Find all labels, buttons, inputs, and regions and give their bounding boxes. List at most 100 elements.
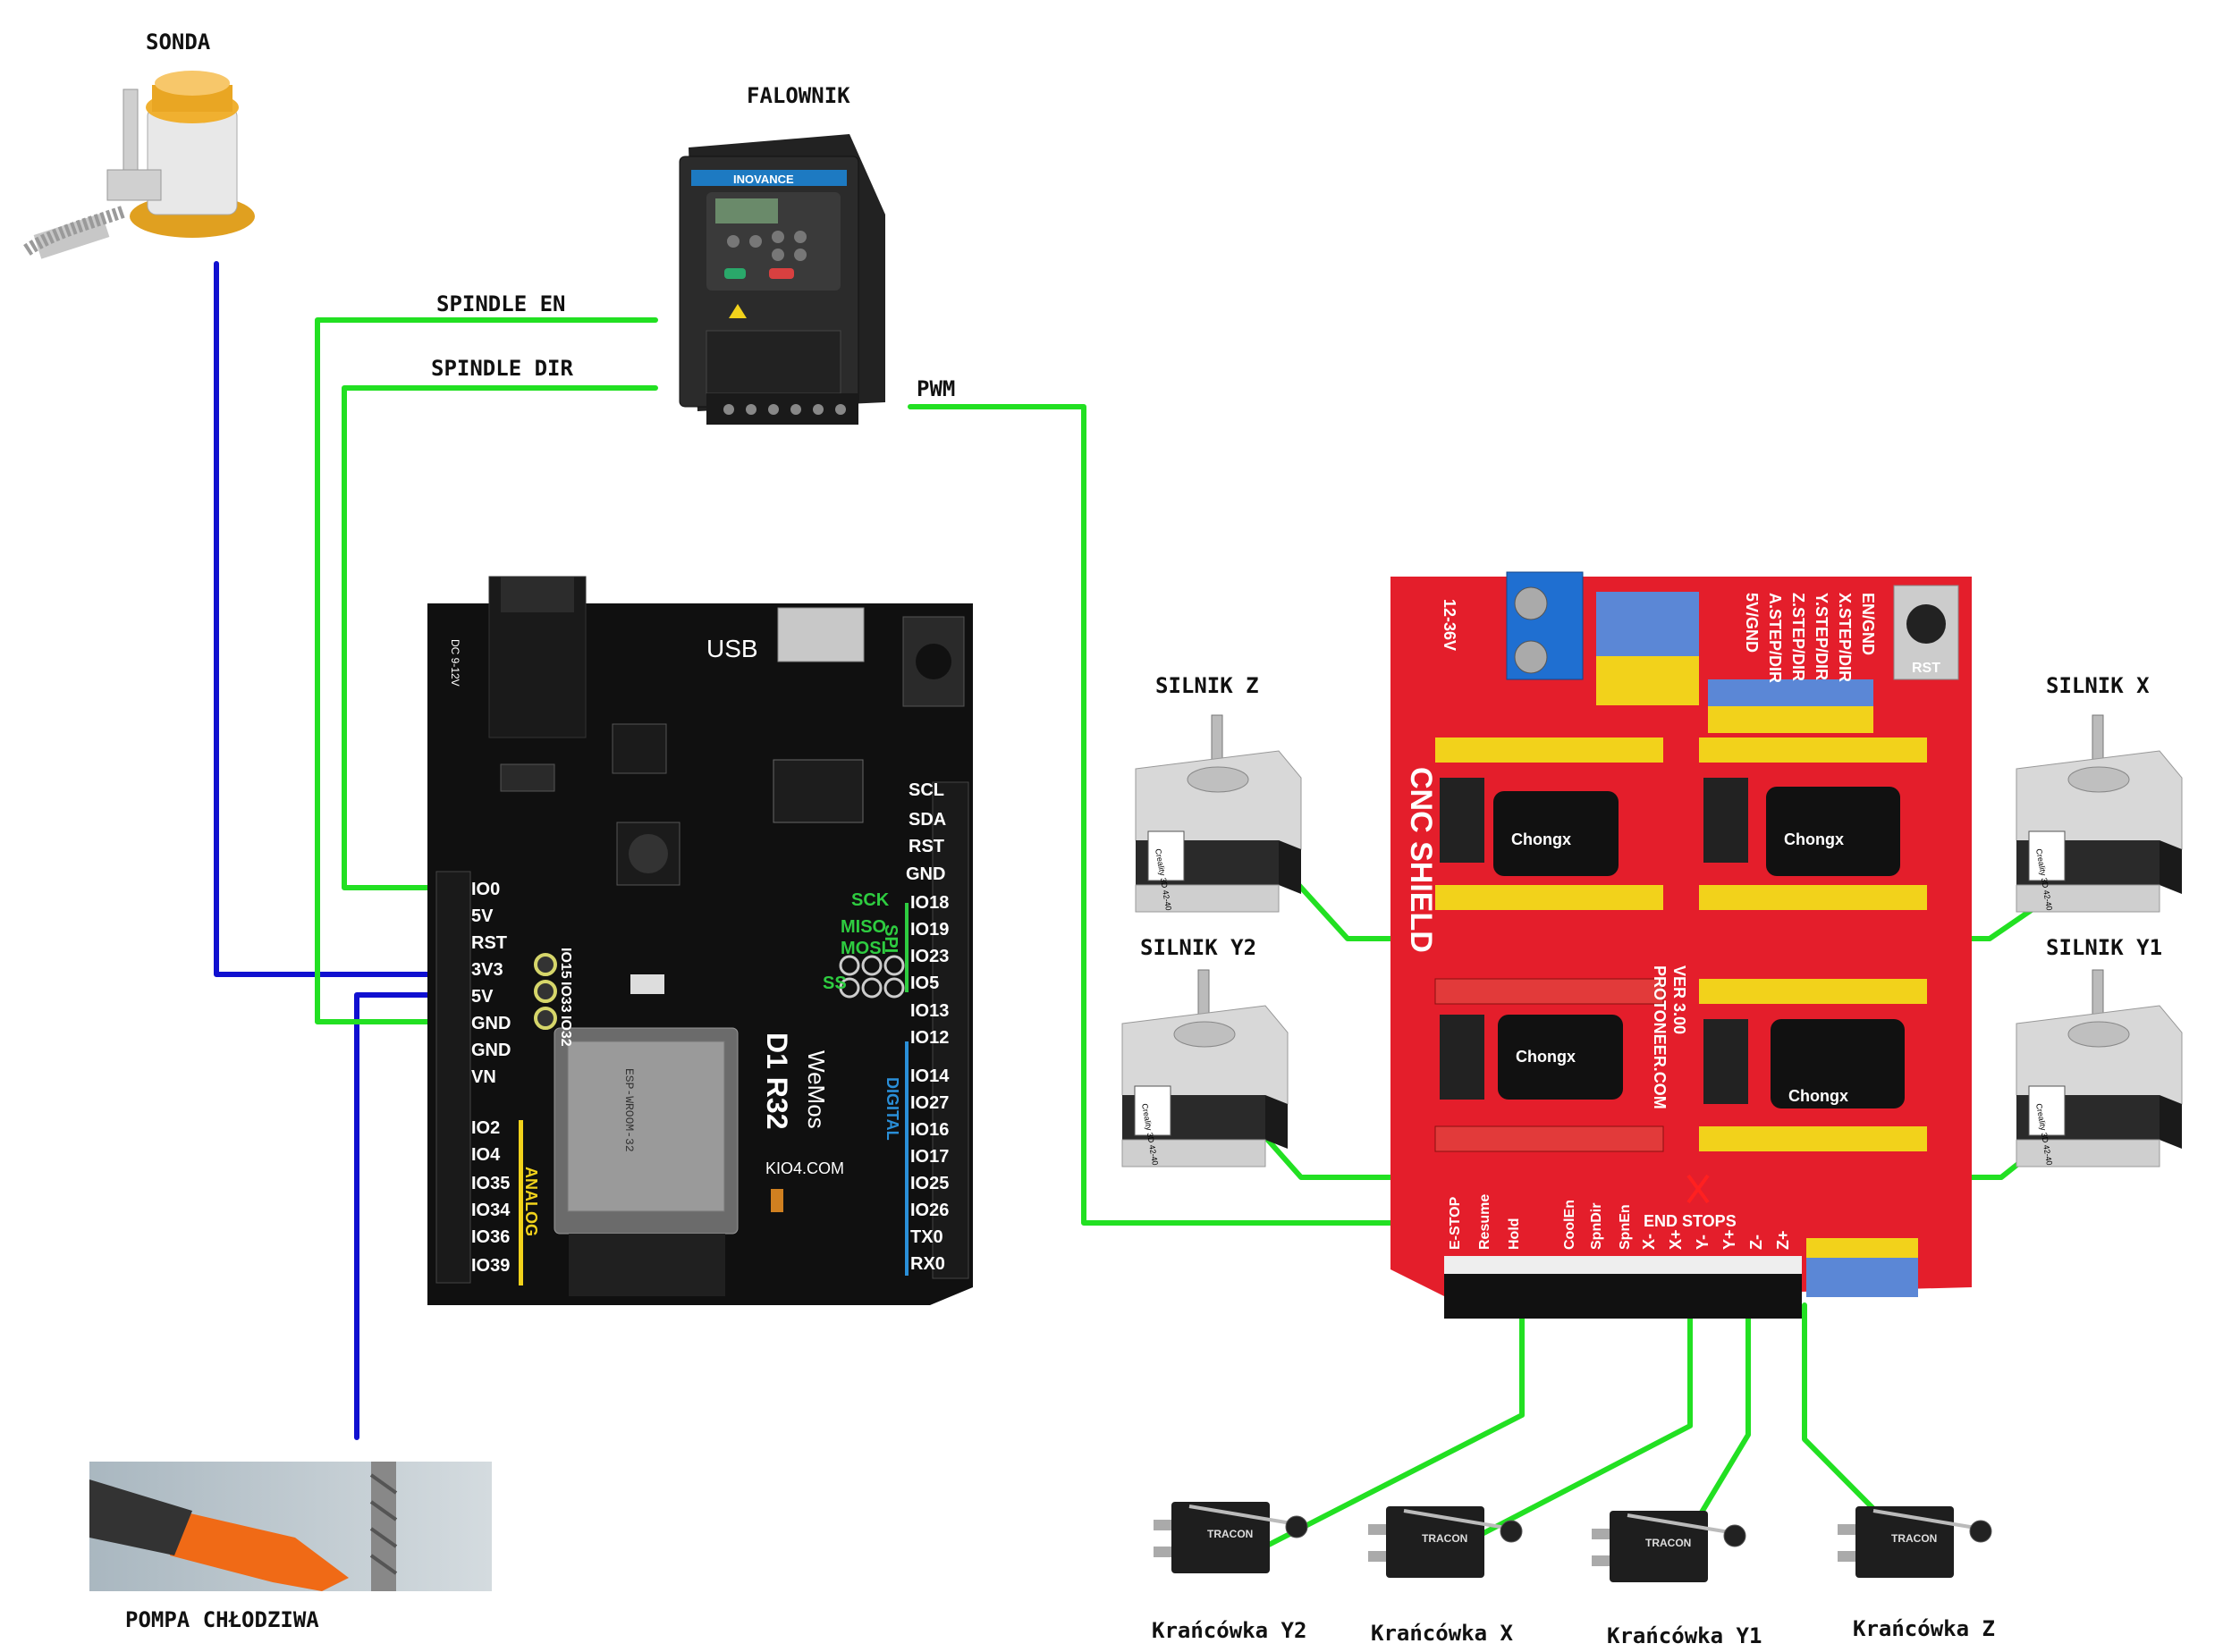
silnik-y1-label: SILNIK Y1 [2046,935,2162,960]
pin-tx0: TX0 [910,1227,943,1247]
shield-version: VER 3.00 [1670,965,1688,1034]
pin-io23: IO23 [910,947,949,966]
limit-x-wire [1464,1302,1693,1545]
top-a-step: A.STEP/DIR [1766,593,1784,683]
pin-gnd-r: GND [906,864,945,884]
digital-label: DIGITAL [883,1077,901,1141]
motor-x-image: Creality 3D 42-40 [2016,714,2183,913]
top-en-gnd: EN/GND [1859,593,1877,655]
pin-gnd-2: GND [471,1041,511,1060]
pin-io4: IO4 [471,1145,501,1165]
spindle-dir-wire [342,385,658,890]
motor-z-image: Creality 3D 42-40 [1135,714,1302,913]
ctl-spnen: SpnEn [1618,1204,1633,1250]
inverter-image: INOVANCE [679,134,885,425]
cnc-shield: 12-36V RST EN/GND X.STEP/DIR Y.STEP/DIR … [1390,571,1972,1319]
es-y-plus: Y+ [1720,1229,1738,1250]
shield-maker: PROTONEER.COM [1651,965,1669,1109]
limit-y1-wire [1678,1302,1751,1549]
pin-io35: IO35 [471,1174,510,1193]
top-y-step: Y.STEP/DIR [1813,593,1830,680]
endstops-label: END STOPS [1644,1212,1737,1230]
spindle-en-label: SPINDLE EN [436,291,566,316]
limit-switch-y2-image: TRACON [1154,1502,1308,1573]
es-y-minus: Y- [1694,1235,1712,1250]
krancowka-y1-label: Krańcówka Y1 [1607,1623,1762,1648]
pin-io15: IO15 [558,948,573,979]
pin-io2: IO2 [471,1118,500,1138]
pin-io26: IO26 [910,1201,949,1220]
pin-vn: VN [471,1067,496,1087]
es-x-plus: X+ [1667,1229,1685,1250]
brand-label: WeMos [803,1050,830,1129]
silnik-y2-label: SILNIK Y2 [1140,935,1256,960]
es-z-plus: Z+ [1774,1230,1792,1250]
endstop-labels: X- X+ Y- Y+ Z- Z+ [1640,1229,1792,1250]
pin-io12: IO12 [910,1028,949,1048]
motor-y1-image: Creality 3D 42-40 [2016,969,2183,1167]
cap-2: Chongx [1784,830,1844,848]
control-labels: E-STOP Resume Hold CoolEn SpnDir SpnEn [1448,1194,1633,1250]
coolant-pump-image [89,1462,492,1591]
pin-io17: IO17 [910,1147,949,1167]
ctl-hold: Hold [1507,1218,1522,1250]
cap-1: Chongx [1511,830,1571,848]
pin-rst: RST [471,933,507,953]
pin-5v-2: 5V [471,987,494,1007]
pin-io25: IO25 [910,1174,949,1193]
pin-io19: IO19 [910,920,949,940]
spi-label: SPI [881,924,900,953]
site-label: KIO4.COM [765,1159,844,1177]
limit-switch-y1-brand: TRACON [1645,1537,1691,1549]
silnik-z-label: SILNIK Z [1155,673,1259,698]
motor-y2-image: Creality 3D 42-40 [1121,969,1289,1167]
pin-rx0: RX0 [910,1254,945,1274]
limit-switch-z-image: TRACON [1838,1506,1992,1578]
inverter-brand: INOVANCE [733,173,794,186]
sonda-label: SONDA [146,30,211,55]
probe-image [23,71,255,259]
pin-io14: IO14 [910,1066,950,1086]
usb-label: USB [706,635,758,662]
pin-io5: IO5 [910,974,939,993]
pin-io32: IO32 [558,1016,573,1047]
shield-rst-label: RST [1912,661,1940,676]
d1-left-pins: IO0 5V RST 3V3 5V GND GND VN IO2 IO4 IO3… [471,880,573,1276]
krancowka-y2-label: Krańcówka Y2 [1152,1618,1306,1643]
pin-io18: IO18 [910,893,949,913]
falownik-label: FALOWNIK [747,83,850,108]
pin-sda: SDA [909,810,946,830]
spindle-en-wire [315,317,658,1024]
pin-io0: IO0 [471,880,500,899]
cap-4: Chongx [1788,1087,1848,1105]
spi-sck: SCK [851,890,890,910]
pwm-label: PWM [917,376,955,401]
pin-io13: IO13 [910,1001,949,1021]
top-z-step: Z.STEP/DIR [1789,593,1807,681]
pin-scl: SCL [909,780,944,800]
pin-io34: IO34 [471,1201,511,1220]
ctl-resume: Resume [1477,1194,1492,1250]
power-label: 12-36V [1441,599,1458,651]
spi-ss: SS [823,974,847,993]
krancowka-x-label: Krańcówka X [1371,1621,1513,1646]
krancowka-z-label: Krańcówka Z [1853,1616,1995,1641]
probe-wire [214,261,530,977]
shield-top-labels: EN/GND X.STEP/DIR Y.STEP/DIR Z.STEP/DIR … [1743,593,1877,683]
pin-io27: IO27 [910,1093,949,1113]
spi-miso: MISO [841,917,886,937]
analog-label: ANALOG [522,1167,540,1236]
spindle-dir-label: SPINDLE DIR [431,356,573,381]
limit-switch-x-image: TRACON [1368,1506,1523,1578]
pin-5v: 5V [471,906,494,926]
ctl-coolen: CoolEn [1562,1200,1577,1250]
limit-switch-y1-image: TRACON [1592,1511,1746,1582]
pin-3v3: 3V3 [471,960,503,980]
limit-y2-wire [1263,1311,1525,1549]
pin-rst-r: RST [909,837,944,856]
d1-r32-board: DC 9-12V USB ESP-WROOM-32 D1 R32 WeMos K… [427,576,973,1305]
pin-gnd: GND [471,1014,511,1033]
top-x-step: X.STEP/DIR [1836,593,1854,682]
dc-label: DC 9-12V [449,639,461,687]
